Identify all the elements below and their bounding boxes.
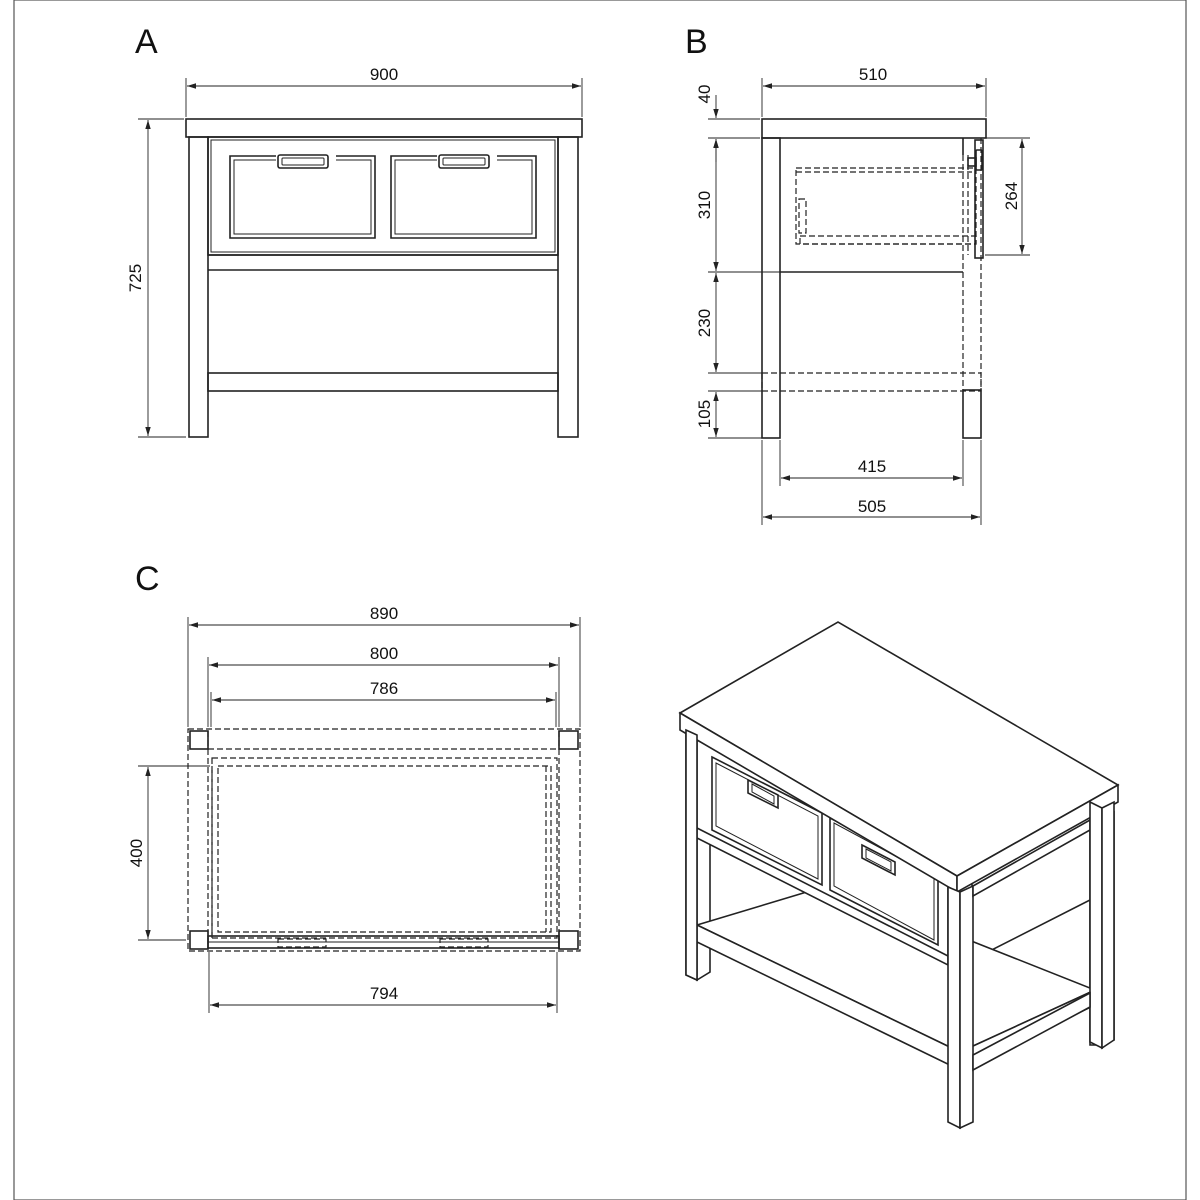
view-b-inner-depth-value: 415 (858, 457, 886, 476)
view-c-drawer-inner-dimension: 786 (210, 679, 557, 727)
view-c-overall-value: 890 (370, 604, 398, 623)
view-c-front-width-dimension: 794 (208, 952, 558, 1013)
view-c-leg-front-right (558, 730, 579, 750)
view-a-left-drawer (229, 154, 376, 239)
view-b-drawer-zone-value: 310 (695, 191, 714, 219)
view-b-shelf-hidden (761, 372, 982, 392)
view-b-drawer-front (974, 139, 984, 259)
view-c-drawer-depth-value: 400 (127, 839, 146, 867)
view-b-top-thickness-value: 40 (695, 85, 714, 104)
view-a-left-handle (277, 154, 329, 169)
view-b-vertical-chain: 40 310 230 105 (695, 85, 780, 439)
view-a-shelf (207, 372, 559, 392)
view-b-front-leg (761, 137, 781, 439)
view-a-label: A (135, 23, 158, 61)
view-c-plan: C 890 800 (127, 560, 581, 1013)
view-a-height-value: 725 (126, 264, 145, 292)
view-a-front: A 900 (126, 23, 583, 438)
view-b-depth-top-value: 510 (859, 65, 887, 84)
view-a-left-leg (188, 136, 209, 438)
view-c-handle-right (439, 938, 489, 948)
iso-left-handle (747, 778, 779, 810)
view-b-label: B (685, 23, 708, 61)
isometric-view (678, 621, 1120, 1130)
view-c-drawer-inner-value: 786 (370, 679, 398, 698)
view-b-shelf-to-floor-value: 105 (695, 400, 714, 428)
view-a-right-leg (557, 136, 579, 438)
view-b-shelf-gap-value: 230 (695, 309, 714, 337)
view-c-leg-rear-right (558, 930, 579, 950)
view-b-side: B 510 (685, 23, 1030, 525)
view-b-base-depth-dimension: 505 (761, 440, 982, 525)
iso-worktop-side-edge (956, 783, 1119, 894)
view-c-drawer-depth-dimension: 400 (127, 765, 210, 941)
view-c-overall-dimension: 890 (187, 604, 581, 727)
view-b-drawer-height-dimension: 264 (985, 137, 1030, 256)
view-a-worktop (185, 118, 583, 138)
view-c-leg-rear-left (189, 930, 209, 950)
view-c-drawer-outer-value: 800 (370, 644, 398, 663)
view-a-height-dimension: 725 (126, 118, 186, 438)
view-b-base-depth-value: 505 (858, 497, 886, 516)
view-b-depth-top-dimension: 510 (761, 65, 987, 117)
view-a-width-value: 900 (370, 65, 398, 84)
view-c-drawer-outer-dimension: 800 (207, 644, 560, 727)
iso-right-handle (861, 843, 896, 877)
view-a-right-handle (438, 154, 490, 169)
iso-leg-front-right (947, 885, 961, 1130)
view-a-width-dimension: 900 (185, 65, 583, 117)
view-c-label: C (135, 560, 160, 598)
view-b-drawer-hidden (795, 155, 977, 255)
view-b-inner-depth-dimension: 415 (779, 440, 964, 486)
view-b-drawer-height-value: 264 (1002, 182, 1021, 210)
view-c-handle-left (277, 938, 327, 948)
view-c-front-width-value: 794 (370, 984, 398, 1003)
view-b-worktop (761, 118, 987, 139)
view-c-outline (187, 728, 581, 952)
view-c-drawer-box (211, 757, 558, 939)
sheet-border (13, 0, 1187, 1200)
iso-left-drawer (711, 755, 823, 887)
view-c-leg-front-left (189, 730, 209, 750)
view-b-rear-leg (962, 389, 982, 439)
view-a-right-drawer (390, 154, 537, 239)
